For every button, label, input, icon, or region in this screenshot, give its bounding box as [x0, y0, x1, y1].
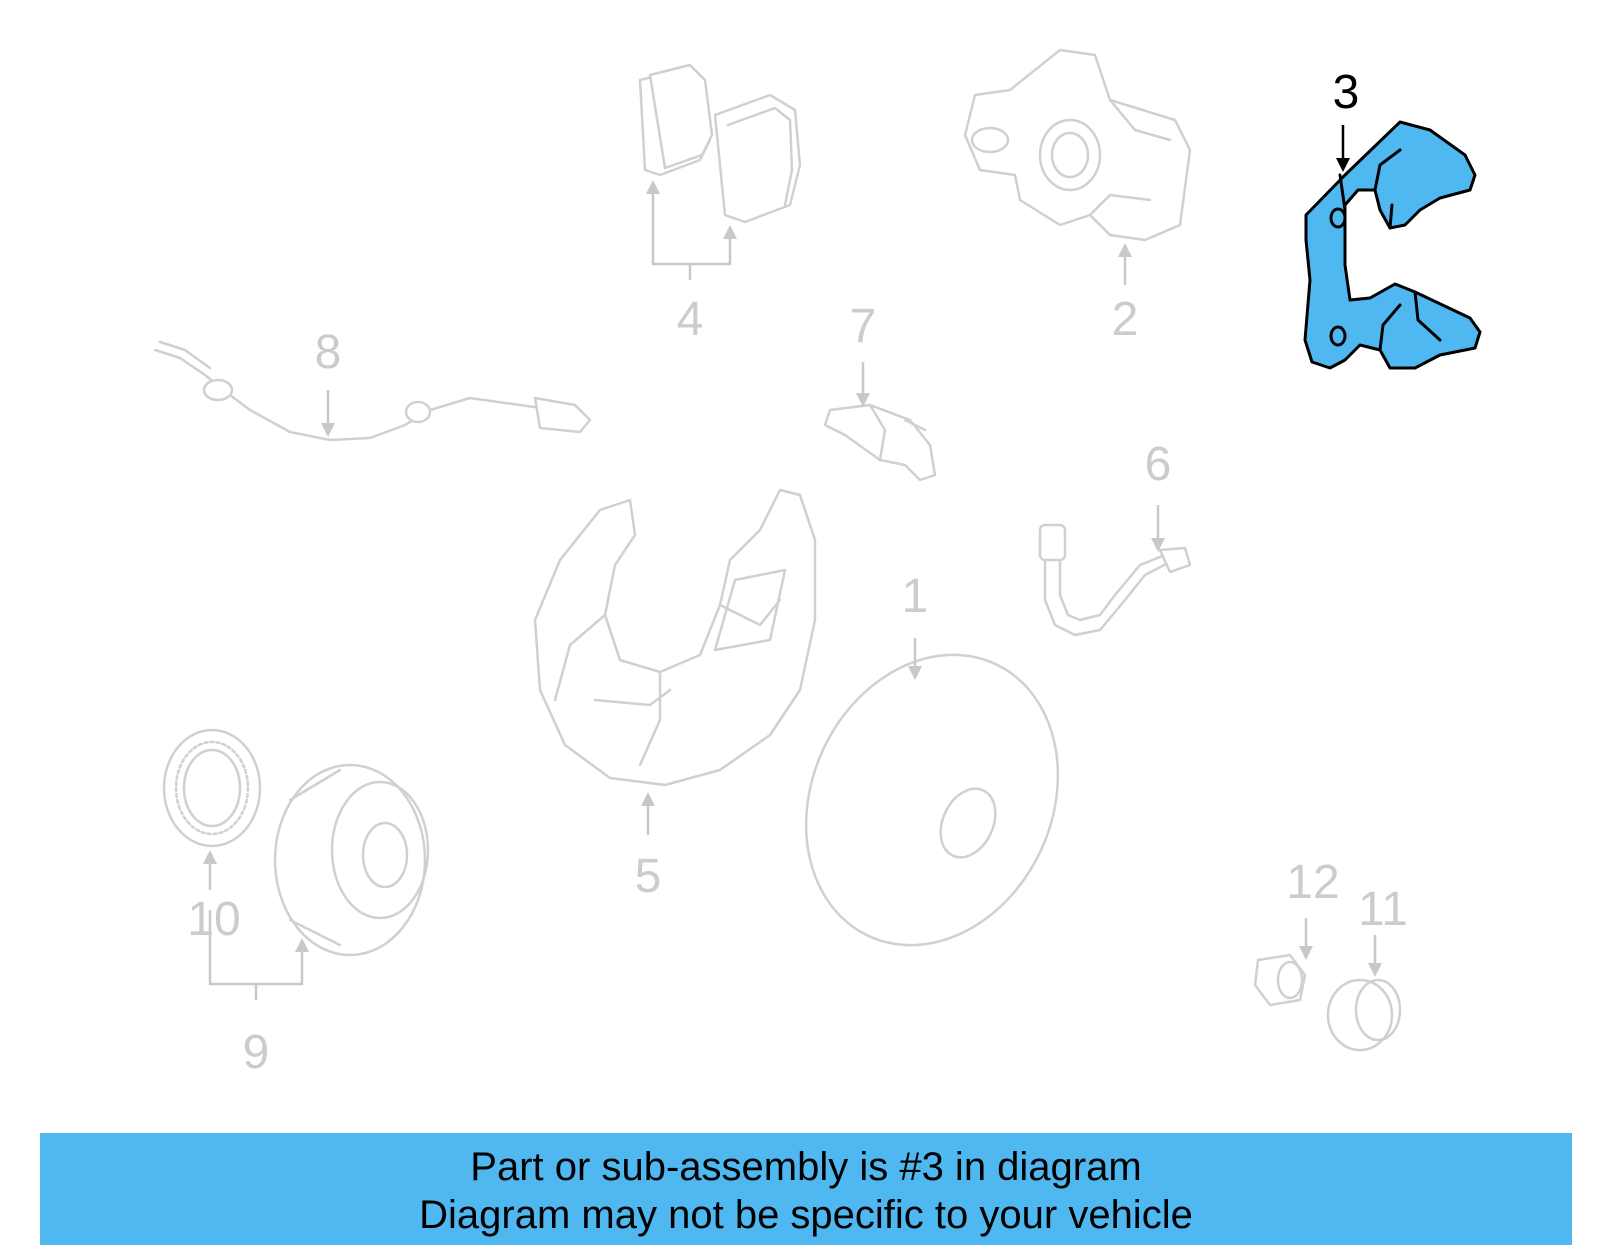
part-6-brake-line[interactable] [1038, 505, 1192, 637]
part-7-sensor[interactable] [823, 362, 937, 482]
part-12-nut[interactable] [1253, 918, 1313, 1007]
part-3-bracket-shape [1303, 120, 1482, 370]
banner-line-1: Part or sub-assembly is #3 in diagram [470, 1145, 1142, 1189]
callout-4: 4 [677, 293, 704, 346]
info-banner: Part or sub-assembly is #3 in diagram Di… [40, 1133, 1572, 1245]
part-10-abs-ring[interactable] [162, 728, 262, 890]
part-5-dust-shield[interactable] [533, 488, 817, 835]
part-8-abs-sensor[interactable] [153, 340, 592, 442]
banner-line-2: Diagram may not be specific to your vehi… [419, 1193, 1193, 1237]
callout-10: 10 [187, 893, 240, 946]
callout-2: 2 [1112, 293, 1139, 346]
callout-12: 12 [1286, 856, 1339, 909]
part-9-hub[interactable] [208, 763, 430, 1000]
part-2-caliper[interactable] [963, 48, 1192, 285]
callout-1: 1 [902, 570, 929, 623]
callout-11: 11 [1358, 883, 1408, 936]
callout-8: 8 [315, 326, 342, 379]
callout-5: 5 [635, 850, 662, 903]
part-11-cap[interactable] [1326, 935, 1402, 1052]
part-1-rotor[interactable] [760, 613, 1104, 986]
part-3-caliper-bracket[interactable] [1303, 120, 1482, 370]
callout-9: 9 [243, 1026, 270, 1079]
callout-6: 6 [1145, 438, 1172, 491]
callout-7: 7 [850, 300, 877, 353]
part-4-brake-pads[interactable] [638, 63, 802, 280]
callout-3: 3 [1333, 66, 1360, 119]
